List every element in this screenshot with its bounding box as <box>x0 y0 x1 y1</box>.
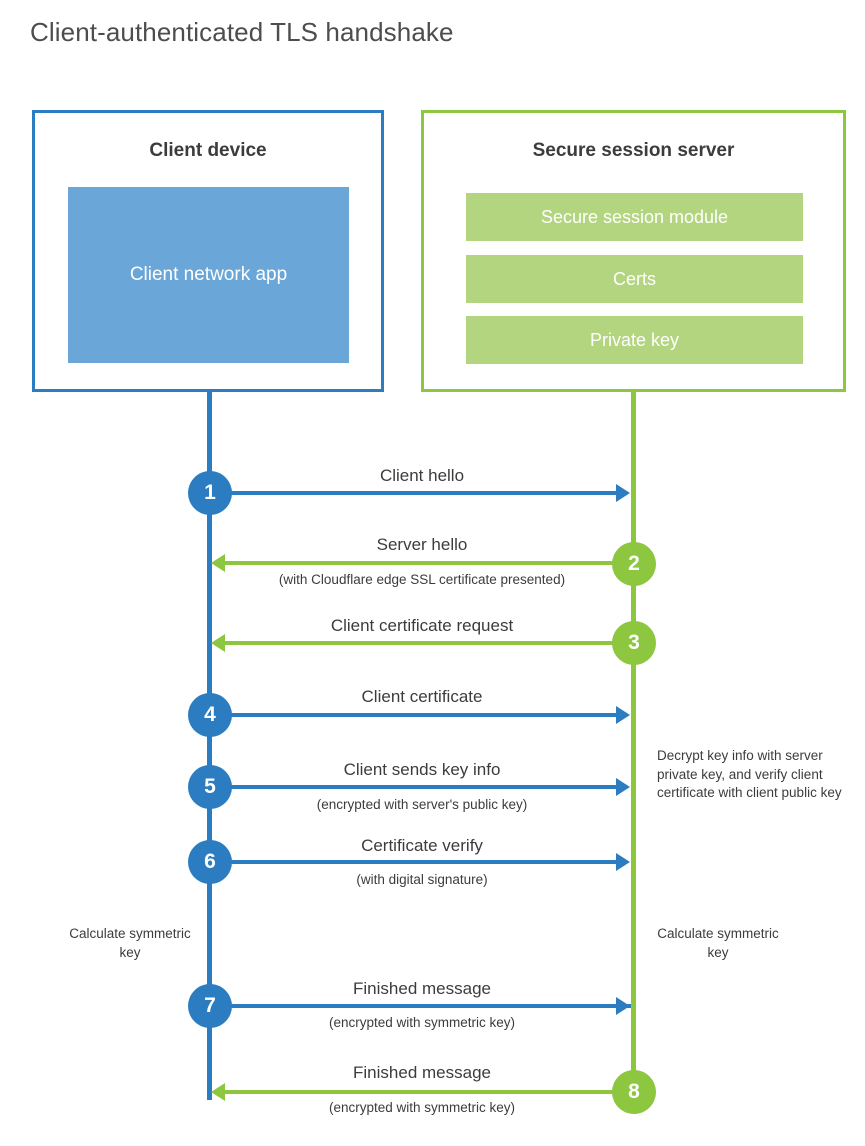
step-5-arrow-line <box>210 785 616 789</box>
step-3-arrow-head-icon <box>211 634 225 652</box>
server-module-certs: Certs <box>466 255 803 303</box>
client-device-box: Client device Client network app <box>32 110 384 392</box>
step-5-sublabel: (encrypted with server's public key) <box>316 797 528 812</box>
server-lifeline <box>631 392 636 1092</box>
server-calculate-note: Calculate symmetric key <box>657 926 779 960</box>
step-7-sublabel: (encrypted with symmetric key) <box>328 1015 516 1030</box>
page-title: Client-authenticated TLS handshake <box>30 17 454 47</box>
step-2-sublabel: (with Cloudflare edge SSL certificate pr… <box>278 572 566 587</box>
step-2-arrow-head-icon <box>211 554 225 572</box>
step-8-arrow-line <box>225 1090 631 1094</box>
step-7-arrow-head-icon <box>616 997 630 1015</box>
secure-session-server-box: Secure session server Secure session mod… <box>421 110 846 392</box>
step-1-arrow-line <box>210 491 616 495</box>
step-7-arrow-line <box>210 1004 631 1008</box>
step-8-sublabel: (encrypted with symmetric key) <box>328 1100 516 1115</box>
step-5-arrow-head-icon <box>616 778 630 796</box>
step-circle-5[interactable]: 5 <box>188 765 232 809</box>
server-module-secure-session-module: Secure session module <box>466 193 803 241</box>
step-circle-3[interactable]: 3 <box>612 621 656 665</box>
step-circle-2[interactable]: 2 <box>612 542 656 586</box>
step-4-label: Client certificate <box>361 687 483 706</box>
step-circle-4[interactable]: 4 <box>188 693 232 737</box>
step-1-label: Client hello <box>379 466 465 485</box>
step-6-sublabel: (with digital signature) <box>356 872 488 887</box>
step-3-arrow-line <box>225 641 631 645</box>
client-device-title: Client device <box>149 140 267 161</box>
server-module-private-key: Private key <box>466 316 803 364</box>
step-5-label: Client sends key info <box>343 760 501 779</box>
step-6-label: Certificate verify <box>361 836 483 855</box>
step-6-arrow-head-icon <box>616 853 630 871</box>
server-decrypt-note: Decrypt key info with server private key… <box>657 748 842 800</box>
step-circle-8[interactable]: 8 <box>612 1070 656 1114</box>
step-8-arrow-head-icon <box>211 1083 225 1101</box>
step-6-arrow-line <box>210 860 616 864</box>
step-3-label: Client certificate request <box>330 616 514 635</box>
step-circle-7[interactable]: 7 <box>188 984 232 1028</box>
step-2-label: Server hello <box>376 535 468 554</box>
step-2-arrow-line <box>225 561 631 565</box>
step-1-arrow-head-icon <box>616 484 630 502</box>
client-calculate-note: Calculate symmetric key <box>69 926 191 960</box>
client-lifeline <box>207 392 212 1100</box>
step-8-label: Finished message <box>353 1063 491 1082</box>
step-7-label: Finished message <box>353 979 491 998</box>
step-circle-6[interactable]: 6 <box>188 840 232 884</box>
client-network-app-block: Client network app <box>68 187 349 363</box>
step-circle-1[interactable]: 1 <box>188 471 232 515</box>
step-4-arrow-line <box>210 713 616 717</box>
step-4-arrow-head-icon <box>616 706 630 724</box>
secure-session-server-title: Secure session server <box>532 140 735 161</box>
